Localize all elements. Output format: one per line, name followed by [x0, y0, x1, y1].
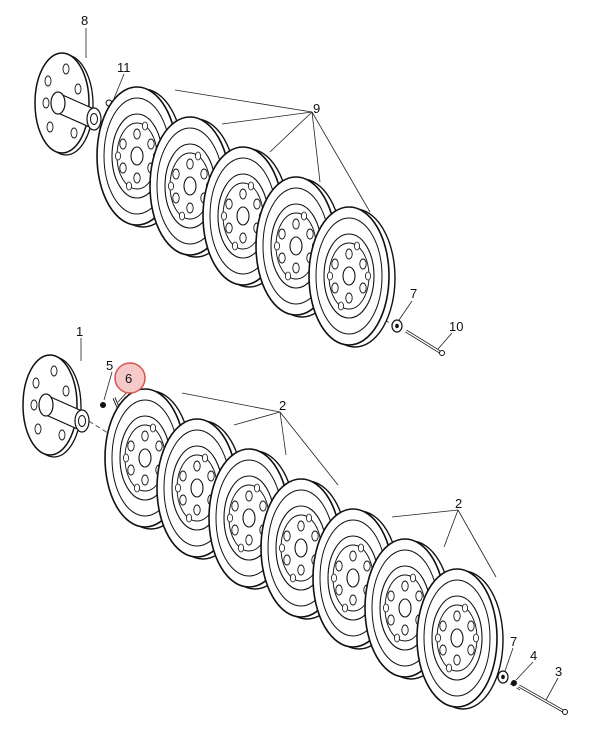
hub-plate-8 [34, 52, 102, 156]
upper-assembly: 8 11 9 7 10 [34, 13, 463, 356]
disc-9-5 [308, 206, 396, 348]
callout-3: 3 [555, 664, 562, 679]
callout-4: 4 [530, 648, 537, 663]
callout-6: 6 [125, 371, 132, 386]
nut-5 [100, 402, 106, 408]
callout-2-a: 2 [279, 398, 286, 413]
callout-5: 5 [106, 358, 113, 373]
callout-8: 8 [81, 13, 88, 28]
bolt-10 [405, 329, 445, 356]
disc-2-7 [416, 568, 504, 710]
callout-9: 9 [313, 101, 320, 116]
callout-6-highlight[interactable]: 6 [114, 362, 146, 394]
callout-1: 1 [76, 324, 83, 339]
callout-2-b: 2 [455, 496, 462, 511]
lower-assembly: 1 5 6 2 2 7 4 3 [22, 324, 568, 715]
callout-11: 11 [117, 60, 131, 75]
nut-4 [511, 680, 517, 686]
washer-7-upper [391, 319, 403, 333]
bolt-3 [518, 684, 568, 715]
callout-7-lower: 7 [510, 634, 517, 649]
callout-10: 10 [449, 319, 463, 334]
highlight-circle [114, 362, 146, 394]
callout-7-upper: 7 [410, 286, 417, 301]
washer-7-lower [497, 670, 509, 684]
hub-plate-1 [22, 354, 90, 458]
